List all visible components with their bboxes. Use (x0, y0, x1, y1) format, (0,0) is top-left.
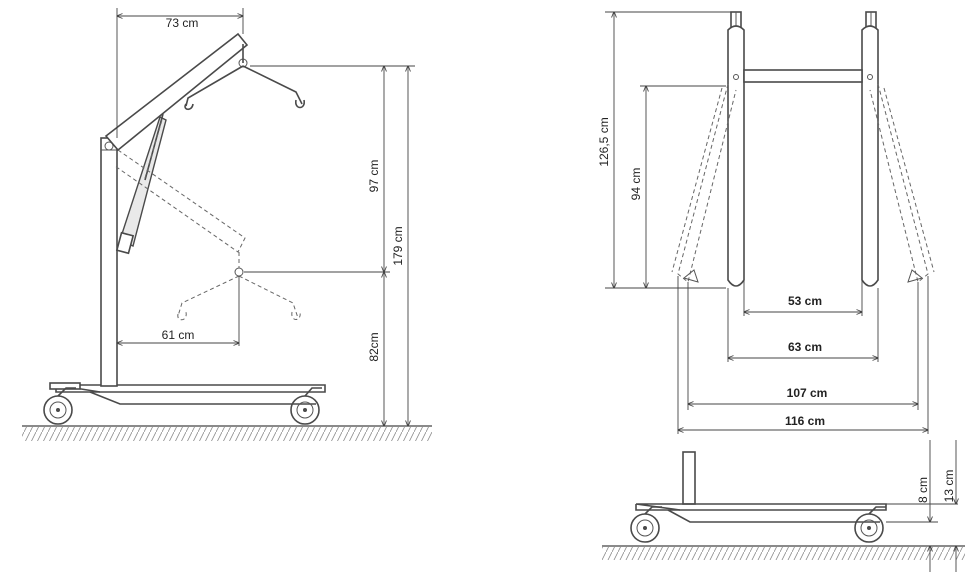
base-front-wheel (854, 506, 886, 543)
front-extension-lines (605, 11, 929, 434)
label-clearance: 8 cm (916, 477, 930, 503)
side-extension-lines (116, 8, 415, 427)
dim-61: 61 cm (117, 328, 239, 343)
dim-82: 82cm (367, 272, 384, 426)
label-upper-height: 97 cm (367, 160, 381, 193)
dim-94: 94 cm (629, 86, 646, 288)
side-rear-wheel (43, 387, 76, 425)
dim-53: 53 cm (744, 294, 862, 312)
base-rear-wheel (630, 506, 662, 543)
label-base-height: 13 cm (942, 470, 956, 503)
front-legs (727, 25, 879, 287)
label-reach: 73 cm (166, 16, 199, 30)
base-chassis (635, 451, 887, 523)
side-front-wheel (290, 387, 322, 425)
base-view: 8 cm 13 cm (602, 440, 965, 572)
side-boom-raised (104, 32, 305, 152)
label-mast-height: 126,5 cm (597, 117, 611, 166)
dim-73: 73 cm (117, 16, 243, 30)
label-inner-min: 53 cm (788, 294, 822, 308)
label-total-height: 179 cm (391, 226, 405, 265)
label-inner-max: 107 cm (787, 386, 828, 400)
front-view: 126,5 cm 94 cm 53 cm 63 cm 107 cm 116 cm (597, 11, 935, 434)
dim-13: 13 cm (942, 440, 956, 572)
side-view: 73 cm 97 cm 179 cm 82cm 61 cm (22, 8, 432, 441)
label-lower-height: 82cm (367, 332, 381, 361)
side-chassis (49, 382, 326, 405)
front-legs-spread (671, 83, 935, 283)
front-top-caps (730, 11, 877, 29)
label-outer-min: 63 cm (788, 340, 822, 354)
dim-126-5: 126,5 cm (597, 12, 614, 288)
side-mast (100, 137, 118, 387)
base-ground (602, 545, 965, 560)
label-leg-height: 94 cm (629, 168, 643, 201)
dim-8: 8 cm (916, 440, 930, 572)
dim-97: 97 cm (367, 66, 384, 272)
dim-63: 63 cm (728, 340, 878, 358)
label-outer-max: 116 cm (785, 414, 825, 428)
side-ground (22, 425, 432, 441)
label-low-reach: 61 cm (162, 328, 195, 342)
base-extension-lines (886, 503, 962, 547)
side-boom-lowered (114, 119, 301, 321)
dim-179: 179 cm (391, 66, 408, 426)
dim-116: 116 cm (678, 414, 928, 430)
dim-107: 107 cm (688, 386, 918, 404)
